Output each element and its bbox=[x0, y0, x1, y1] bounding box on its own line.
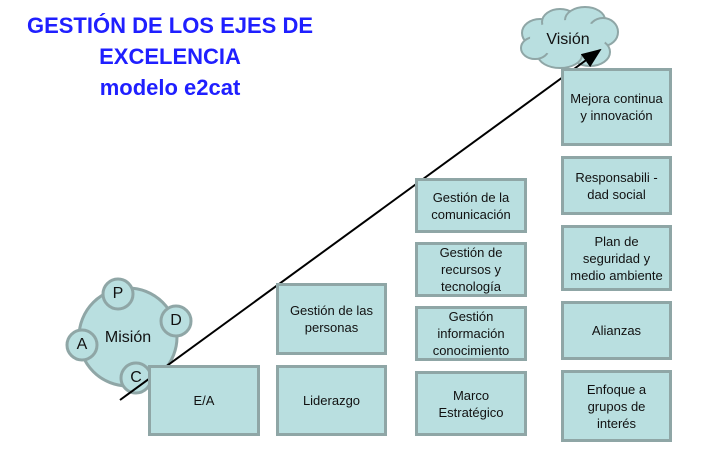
box-responsabilidad: Responsabili - dad social bbox=[561, 156, 672, 215]
mission-label: Misión bbox=[104, 329, 152, 346]
box-ea: E/A bbox=[148, 365, 260, 436]
vision-cloud bbox=[520, 6, 619, 69]
box-alianzas: Alianzas bbox=[561, 301, 672, 360]
vision-label: Visión bbox=[546, 31, 590, 48]
cycle-p: P bbox=[112, 285, 124, 302]
box-enfoque: Enfoque a grupos de interés bbox=[561, 370, 672, 442]
box-recursos: Gestión de recursos y tecnología bbox=[415, 242, 527, 297]
cycle-c: C bbox=[130, 369, 142, 386]
cycle-a: A bbox=[76, 336, 88, 353]
progress-arrow bbox=[119, 48, 602, 401]
box-informacion: Gestión información conocimiento bbox=[415, 306, 527, 361]
box-marco: Marco Estratégico bbox=[415, 371, 527, 436]
box-seguridad: Plan de seguridad y medio ambiente bbox=[561, 225, 672, 291]
box-personas: Gestión de las personas bbox=[276, 283, 387, 355]
cycle-d: D bbox=[170, 312, 182, 329]
box-liderazgo: Liderazgo bbox=[276, 365, 387, 436]
box-mejora: Mejora continua y innovación bbox=[561, 68, 672, 146]
diagram-title: GESTIÓN DE LOS EJES DE EXCELENCIA modelo… bbox=[0, 10, 340, 103]
mission-circle bbox=[65, 277, 193, 395]
title-line-3: modelo e2cat bbox=[99, 75, 241, 100]
box-comunicacion: Gestión de la comunicación bbox=[415, 178, 527, 233]
title-line-2: EXCELENCIA bbox=[99, 44, 241, 69]
title-line-1: GESTIÓN DE LOS EJES DE bbox=[26, 13, 314, 38]
